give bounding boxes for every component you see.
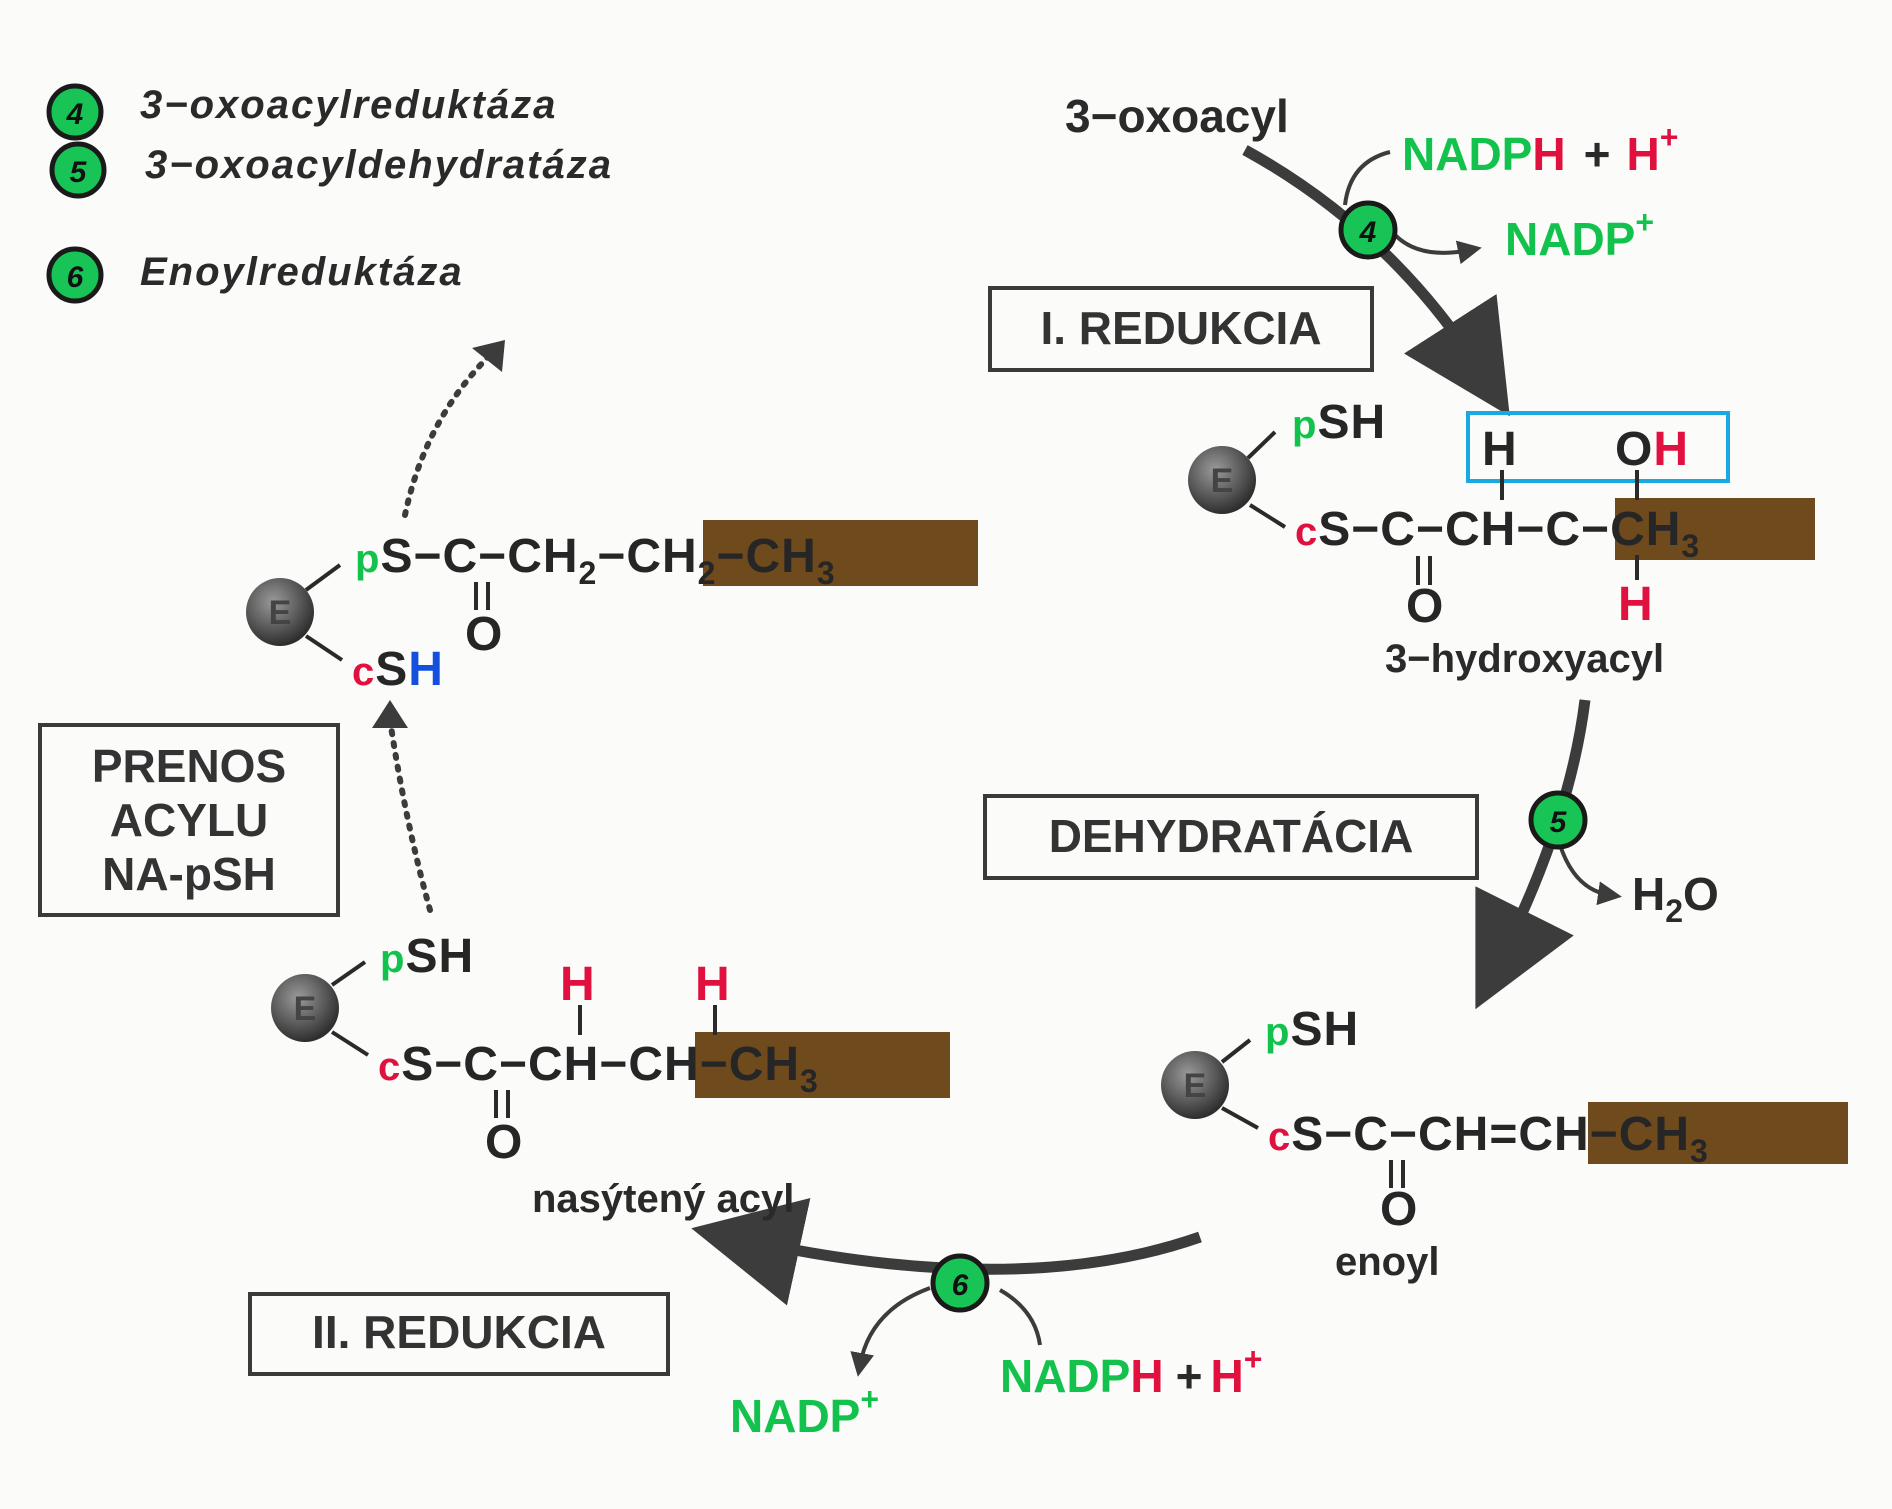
enzyme-4-badge-icon	[1338, 200, 1398, 260]
legend-name: Enoylreduktáza	[140, 250, 464, 294]
legend-number: 5	[70, 156, 88, 189]
cofactor-in-curve	[999, 1288, 1042, 1346]
site-psh: pSH	[1265, 1003, 1359, 1056]
cofactor-nadph-h: NADPH+H+	[1402, 119, 1678, 180]
enzyme-4-badge-icon	[46, 83, 104, 141]
enzyme-5-badge-icon	[49, 141, 107, 199]
carbonyl-o: O	[485, 1116, 523, 1169]
upper-h: H	[1482, 423, 1518, 476]
hydroxyl-box	[1466, 411, 1730, 483]
substrate-oxoacyl-label: 3−oxoacyl	[1065, 90, 1289, 142]
enzyme-6-badge-icon	[930, 1253, 990, 1313]
step-box-transfer: PRENOS ACYLU NA-pSH	[38, 723, 340, 917]
legend: 4 3−oxoacylreduktáza 5 3−oxoacyldehydrat…	[46, 83, 613, 304]
carbonyl-o: O	[1380, 1183, 1418, 1236]
transfer-arrow-up	[387, 717, 433, 913]
chain-formula: cS−C−CH=CH−CH3	[1268, 1108, 1709, 1169]
site-psh: pSH	[380, 930, 474, 983]
step-box-dehydration: DEHYDRATÁCIA	[983, 794, 1479, 880]
site-psh: pSH	[1292, 396, 1386, 449]
molecule-acyl-on-psh: E pS−C−CH2−CH2−CH3 O cSH	[246, 520, 978, 696]
legend-number: 6	[67, 261, 84, 294]
carbonyl-o: O	[465, 608, 503, 661]
export-arrowhead	[472, 340, 505, 372]
step-label-line: PRENOS	[92, 740, 286, 792]
added-h-2: H	[695, 958, 731, 1011]
transfer-arrowhead	[372, 700, 408, 728]
cofactor-nadp-out: NADP+	[730, 1381, 879, 1442]
cofactor-in-curve	[1343, 150, 1391, 206]
enzyme-bead-icon	[1188, 446, 1256, 514]
water-product: H2O	[1632, 868, 1719, 929]
molecule-saturated-acyl: E pSH cS−C−CH−CH−CH3 H H O nasýtený acyl	[271, 930, 950, 1221]
reaction-reduction1: 3−oxoacyl 4 NADPH+H+ NADP+	[1065, 90, 1678, 417]
chain-highlight	[1615, 498, 1815, 560]
cofactor-nadph-h: NADPH+H+	[1000, 1341, 1262, 1402]
legend-item-5: 5 3−oxoacyldehydratáza	[49, 141, 613, 199]
enzyme-bead-icon	[246, 578, 314, 646]
step-box-reduction1: I. REDUKCIA	[988, 286, 1374, 372]
step-label: II. REDUKCIA	[312, 1306, 606, 1358]
hydroxyl-group: OH	[1615, 423, 1689, 476]
hydroxyacyl-label: 3−hydroxyacyl	[1385, 637, 1664, 681]
site-csh: cSH	[352, 643, 444, 696]
legend-item-4: 4 3−oxoacylreduktáza	[46, 83, 557, 141]
water-out-arrow	[1558, 844, 1622, 906]
step-label-line: ACYLU	[110, 794, 268, 846]
cofactor-out-arrow	[850, 1286, 931, 1377]
added-h-1: H	[560, 958, 596, 1011]
enzyme-bead-icon	[1161, 1051, 1229, 1119]
legend-name: 3−oxoacyldehydratáza	[145, 143, 613, 187]
badge-number: 6	[952, 1269, 969, 1302]
step-label-line: NA-pSH	[102, 848, 276, 900]
chain-formula: pS−C−CH2−CH2−CH3	[355, 530, 836, 591]
legend-number: 4	[66, 98, 84, 131]
carbonyl-o: O	[1406, 580, 1444, 633]
enzyme-bead-label: E	[269, 594, 292, 632]
reaction-reduction2: 6 NADPH+H+ NADP+	[691, 1197, 1262, 1442]
saturated-acyl-label: nasýtený acyl	[532, 1177, 794, 1221]
cofactor-nadp-out: NADP+	[1505, 204, 1654, 265]
chain-formula: cS−C−CH−CH−CH3	[378, 1038, 819, 1099]
cofactor-out-arrow	[1393, 233, 1482, 265]
molecule-hydroxyacyl: E pSH cS−C−CH−C−CH3 H OH H O 3−hydroxyac…	[1188, 396, 1815, 681]
molecule-enoyl: E pSH cS−C−CH=CH−CH3 O enoyl	[1161, 1003, 1848, 1284]
legend-item-6: 6 Enoylreduktáza	[46, 246, 464, 304]
step-box-reduction2: II. REDUKCIA	[248, 1292, 670, 1376]
step-label: DEHYDRATÁCIA	[1049, 810, 1414, 862]
chain-formula: cS−C−CH−C−CH3	[1295, 503, 1700, 564]
chain-highlight	[703, 520, 978, 586]
chain-highlight	[1588, 1102, 1848, 1164]
badge-number: 5	[1550, 806, 1568, 839]
legend-name: 3−oxoacylreduktáza	[140, 83, 557, 127]
lower-h: H	[1618, 578, 1654, 631]
badge-number: 4	[1359, 216, 1377, 249]
enzyme-6-badge-icon	[46, 246, 104, 304]
enzyme-bead-label: E	[1211, 462, 1234, 500]
step-label: I. REDUKCIA	[1040, 302, 1321, 354]
enzyme-bead-label: E	[1184, 1067, 1207, 1105]
enzyme-bead-label: E	[294, 990, 317, 1028]
enzyme-bead-icon	[271, 974, 339, 1042]
export-arrow-up	[402, 352, 493, 518]
chain-highlight	[695, 1032, 950, 1098]
main-arrow	[691, 1197, 1202, 1306]
reaction-dehydration: 5 H2O	[1475, 699, 1719, 1010]
enoyl-label: enoyl	[1335, 1240, 1439, 1284]
enzyme-5-badge-icon	[1528, 790, 1588, 850]
